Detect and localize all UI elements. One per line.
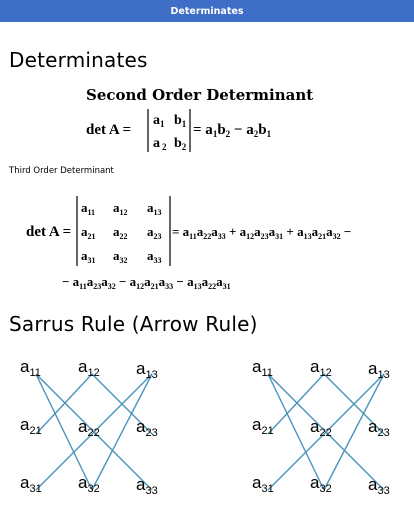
svg-text:a32: a32: [78, 473, 100, 495]
svg-text:a22: a22: [78, 417, 100, 439]
svg-text:a12: a12: [78, 357, 100, 379]
svg-text:a21: a21: [252, 415, 274, 437]
svg-text:a31: a31: [20, 473, 42, 495]
svg-text:a31: a31: [252, 473, 274, 495]
third-order-title: Third Order Determinant: [9, 166, 114, 176]
app-bar: Determinates: [0, 0, 414, 22]
svg-text:a23: a23: [147, 224, 162, 241]
svg-text:b1: b1: [174, 113, 187, 129]
svg-text:a21: a21: [20, 415, 42, 437]
det-a-label: det A =: [86, 122, 131, 138]
svg-text:a23: a23: [368, 417, 390, 439]
svg-text:a11: a11: [252, 357, 273, 379]
svg-text:a13: a13: [147, 200, 162, 217]
svg-text:b2: b2: [174, 136, 187, 152]
third-order-formula: det A = a11 a12 a13 a21 a22 a23 a31 a32 …: [26, 196, 351, 291]
second-order-title: Second Order Determinant: [86, 86, 314, 104]
svg-text:a11: a11: [81, 200, 95, 217]
det-a-label-3: det A =: [26, 224, 71, 240]
svg-text:a33: a33: [147, 248, 162, 265]
svg-text:a32: a32: [310, 473, 332, 495]
svg-text:a1: a1: [153, 113, 165, 129]
svg-text:a11: a11: [20, 357, 41, 379]
svg-text:a31: a31: [81, 248, 96, 265]
svg-text:a12: a12: [310, 357, 332, 379]
svg-text:a21: a21: [81, 224, 96, 241]
sarrus-diagram-left: a11 a12 a13 a21 a22 a23 a31 a32 a33: [20, 357, 158, 497]
svg-text:a33: a33: [136, 475, 158, 497]
svg-text:= a11a22a33 + a12a23a31 + a13a: = a11a22a33 + a12a23a31 + a13a21a32 −: [172, 224, 351, 241]
svg-text:a22: a22: [113, 224, 128, 241]
svg-text:a12: a12: [113, 200, 128, 217]
svg-text:a32: a32: [113, 248, 128, 265]
svg-text:a2: a2: [153, 136, 167, 152]
svg-text:= a1b2 − a2b1: = a1b2 − a2b1: [193, 122, 272, 139]
sarrus-title: Sarrus Rule (Arrow Rule): [9, 312, 258, 336]
svg-text:a33: a33: [368, 475, 390, 497]
app-bar-title: Determinates: [170, 5, 244, 17]
svg-text:a13: a13: [136, 359, 158, 381]
page-title: Determinates: [9, 48, 148, 72]
svg-text:a23: a23: [136, 417, 158, 439]
svg-text:a13: a13: [368, 359, 390, 381]
svg-text:− a11a23a32 − a12a21a33 − a13a: − a11a23a32 − a12a21a33 − a13a22a31: [62, 274, 231, 291]
svg-text:a22: a22: [310, 417, 332, 439]
sarrus-diagram-right: a11 a12 a13 a21 a22 a23 a31 a32 a33: [252, 357, 390, 497]
